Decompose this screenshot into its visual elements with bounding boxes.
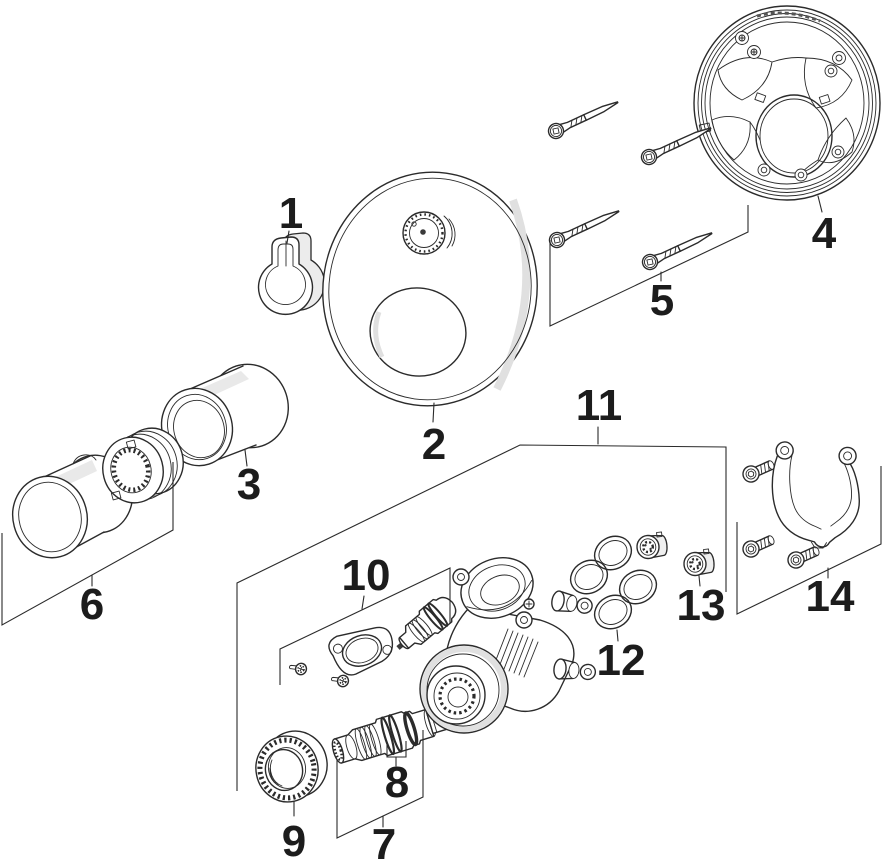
bracket-10 [279,567,451,685]
o-ring [588,529,638,577]
socket-screw [739,455,778,486]
bracket-5 [549,205,749,327]
part-label-8: 8 [385,758,409,807]
bracket-14 [736,466,882,615]
o-ring [613,563,663,611]
c-bracket [771,441,860,549]
screw [545,94,622,142]
o-ring [588,588,638,636]
small-screw [287,659,309,677]
check-cartridge [396,596,457,650]
part-label-4: 4 [812,209,837,258]
o-ring [564,553,614,601]
part-2-escutcheon-plate [322,171,538,407]
leader-3 [244,449,248,467]
part-14-bracket-group [739,441,860,572]
leader-1 [286,230,290,244]
part-10-group [287,596,457,689]
part-6-knob-group [12,427,184,559]
front-port [419,644,509,734]
part-label-13: 13 [677,581,726,630]
callout-labels: 1 2 3 4 5 6 7 8 9 10 11 12 13 14 [80,189,855,862]
part-label-7: 7 [372,820,396,862]
part-6-adapter-ring [102,427,184,504]
part-label-14: 14 [806,572,855,621]
bracket-11 [236,444,727,791]
callout-lines [1,195,882,839]
part-4-mounting-ring [693,5,881,201]
part-2-knob [402,211,456,255]
part-9-ring-nut [255,730,328,803]
plug [634,530,670,561]
bracket-6 [1,462,174,626]
leader-10 [361,595,365,610]
part-label-11: 11 [576,381,623,430]
gasket-flange [328,626,394,676]
top-flange [460,557,534,619]
part-label-6: 6 [80,580,104,629]
socket-screw [739,530,778,561]
bracket-7 [336,730,424,839]
part-11-valve-body [419,557,597,734]
embossed-marking [756,11,821,23]
leader-12 [616,629,619,642]
screw [546,203,623,251]
part-label-10: 10 [342,551,391,600]
plug [681,547,717,578]
socket-screw [784,541,823,572]
leader-2 [432,402,435,423]
part-label-9: 9 [282,817,306,862]
part-1-handle-clip [257,232,326,315]
part-label-12: 12 [597,636,646,685]
part-label-5: 5 [650,276,674,325]
part-label-1: 1 [279,189,303,238]
leader-13 [698,575,701,587]
part-5-screws [545,94,716,273]
part-label-2: 2 [422,420,446,469]
side-union [553,658,597,681]
ring-bosses [698,31,846,182]
bellows-ribs [493,628,539,678]
leader-4 [817,195,823,213]
part-13-plugs [634,530,717,578]
part-label-3: 3 [237,460,261,509]
side-union [551,590,593,614]
